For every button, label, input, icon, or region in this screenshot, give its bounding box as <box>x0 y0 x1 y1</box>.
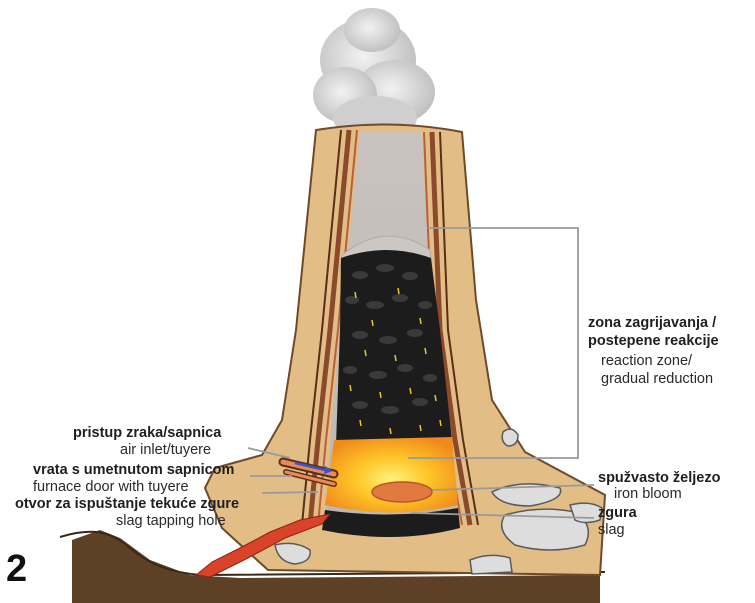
figure-number: 2 <box>6 548 27 591</box>
label-reaction-zone-en2: gradual reduction <box>601 371 713 387</box>
label-furnace-door-en: furnace door with tuyere <box>33 479 189 495</box>
label-slag-hole-en: slag tapping hole <box>116 513 226 529</box>
smoke-cloud <box>313 8 435 140</box>
label-iron-bloom-en: iron bloom <box>614 486 682 502</box>
label-air-inlet-hr: pristup zraka/sapnica <box>73 425 221 441</box>
label-slag-hole-hr: otvor za ispuštanje tekuće zgure <box>15 496 239 512</box>
label-reaction-zone-hr: zona zagrijavanja / <box>588 315 716 331</box>
label-reaction-zone-hr2: postepene reakcije <box>588 333 719 349</box>
label-reaction-zone-en: reaction zone/ <box>601 353 692 369</box>
leader-slag-hole <box>262 492 318 493</box>
label-slag-en: slag <box>598 522 625 538</box>
iron-bloom <box>372 482 432 502</box>
label-iron-bloom-hr: spužvasto željezo <box>598 470 720 486</box>
label-slag-hr: zgura <box>598 505 637 521</box>
label-furnace-door-hr: vrata s umetnutom sapnicom <box>33 462 234 478</box>
label-air-inlet-en: air inlet/tuyere <box>120 442 211 458</box>
